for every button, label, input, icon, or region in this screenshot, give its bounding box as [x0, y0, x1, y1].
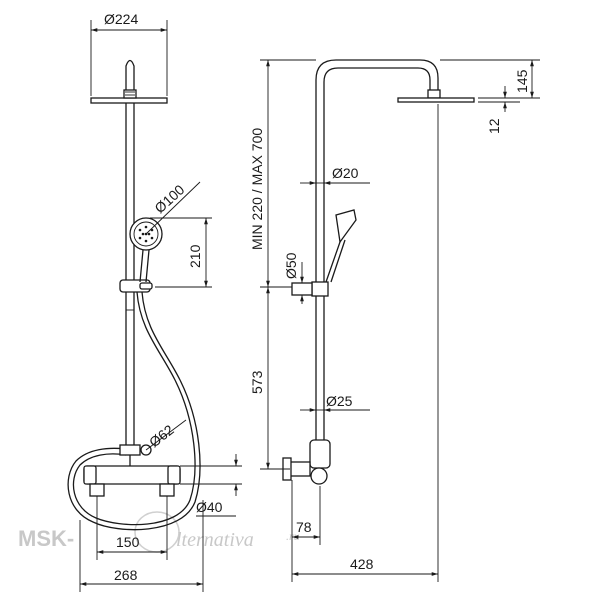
diverter-body	[119, 444, 141, 456]
side-mixer-body	[309, 439, 331, 469]
dim-pipe-diameter: Ø20	[332, 165, 359, 181]
side-hand-shower-head	[335, 209, 357, 244]
side-hand-shower-handle	[325, 239, 346, 283]
side-inlet	[289, 461, 311, 477]
side-arm-outer	[315, 59, 439, 440]
watermark: MSK- lternativa .ru	[18, 511, 300, 553]
side-arm-inner	[323, 67, 431, 440]
dim-head-thickness: 12	[486, 118, 502, 134]
hose-outer	[72, 291, 196, 526]
watermark-brand: MSK-	[18, 526, 74, 551]
inlet-left	[89, 483, 105, 497]
dim-arm-projection: 428	[350, 556, 374, 572]
watermark-script: lternativa	[176, 529, 254, 551]
dim-lower-height: 573	[249, 370, 265, 394]
head-disc	[90, 97, 168, 104]
head-arm	[125, 59, 135, 98]
head-connector	[123, 89, 137, 99]
dim-inlet-spacing: 150	[116, 534, 140, 550]
dim-hand-shower-height: 210	[187, 244, 203, 268]
dim-head-diameter: Ø224	[104, 11, 138, 27]
hose-inner	[67, 291, 201, 531]
side-slide-knob	[291, 282, 313, 296]
dim-wall-offset: 78	[296, 519, 312, 535]
dim-holder-diameter: Ø50	[283, 252, 299, 279]
hand-shower-handle	[139, 249, 150, 283]
dim-height-range: MIN 220 / MAX 700	[249, 128, 265, 250]
mixer-bar	[83, 465, 181, 485]
side-slide-holder	[311, 281, 329, 297]
side-head-connector	[427, 89, 441, 99]
dim-lower-pipe-diameter: Ø25	[326, 393, 353, 409]
inlet-right	[159, 483, 175, 497]
dim-inlet-diameter: Ø40	[196, 499, 223, 515]
side-mixer-knob	[310, 467, 328, 485]
front-view: Ø224 Ø100 210 Ø62 Ø40 150 268	[67, 11, 242, 592]
dim-overall-width: 268	[114, 567, 138, 583]
side-view: 145 12 Ø20 MIN 220 / MAX 700 Ø50 573 Ø25…	[249, 59, 540, 582]
side-head-disc	[397, 97, 475, 103]
dim-head-drop: 145	[514, 69, 530, 93]
